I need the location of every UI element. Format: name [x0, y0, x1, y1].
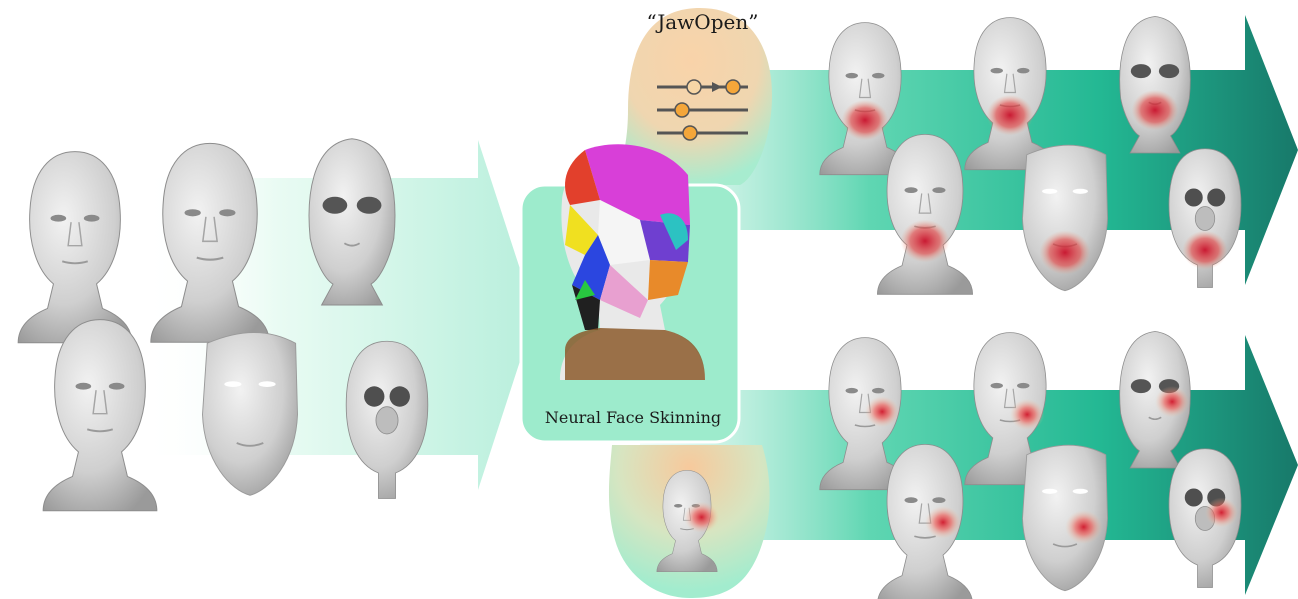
output-top-head-5 [1023, 145, 1108, 291]
input-head-6 [346, 341, 428, 498]
command-label: “JawOpen” [635, 10, 770, 34]
center-caption: Neural Face Skinning [527, 408, 739, 427]
output-bottom-head-5 [1023, 445, 1108, 591]
point-cloud-head [560, 144, 705, 380]
output-top-head-6 [1169, 149, 1241, 288]
input-head-1 [18, 152, 132, 343]
output-bottom-head-6 [1169, 449, 1241, 588]
input-head-4 [43, 320, 157, 511]
input-head-5 [203, 333, 298, 496]
